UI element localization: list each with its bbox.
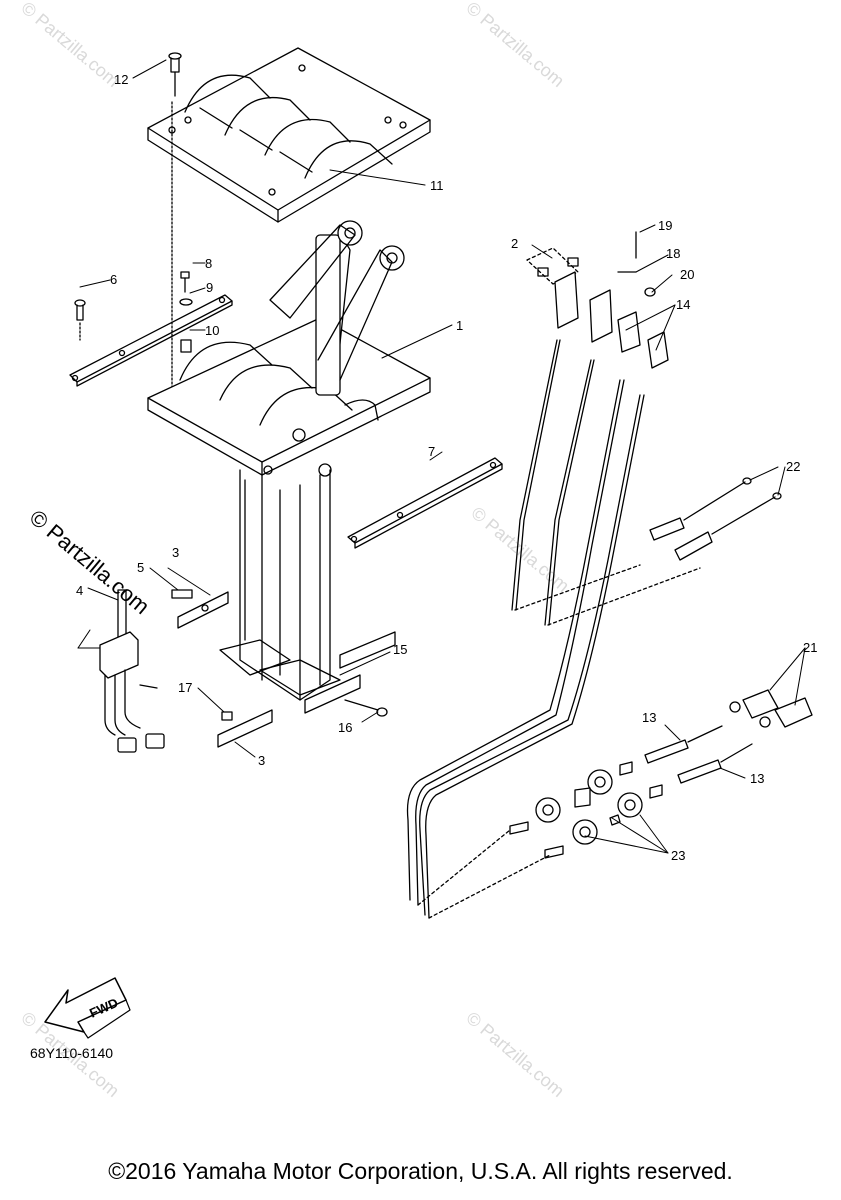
callout-14: 14 [676, 297, 690, 312]
lower-brackets [217, 631, 396, 748]
forward-arrow-icon [44, 977, 131, 1039]
watermark-bottom-right: © Partzilla.com [462, 1008, 568, 1101]
callout-8: 8 [205, 256, 212, 271]
cable-ends [649, 477, 782, 561]
callout-15: 15 [393, 642, 407, 657]
top-cover [147, 47, 431, 223]
side-screw [74, 299, 86, 341]
long-plate [347, 457, 503, 549]
spacer-top [171, 589, 229, 629]
callout-numbers: 12 11 1 8 9 10 6 7 2 19 18 20 14 22 3 5 … [76, 72, 817, 863]
callout-3-bottom: 3 [258, 753, 265, 768]
callout-18: 18 [666, 246, 680, 261]
callout-4: 4 [76, 583, 83, 598]
callout-17: 17 [178, 680, 192, 695]
callout-11: 11 [430, 178, 444, 193]
callout-13-top: 13 [642, 710, 656, 725]
part-code: 68Y110-6140 [30, 1045, 114, 1061]
callout-19: 19 [658, 218, 672, 233]
callout-2: 2 [511, 236, 518, 251]
watermark-dark: © Partzilla.com [25, 505, 155, 619]
callout-12: 12 [114, 72, 128, 87]
friction-plate [69, 271, 233, 387]
callout-6: 6 [110, 272, 117, 287]
callout-23: 23 [671, 848, 685, 863]
callout-9: 9 [206, 280, 213, 295]
watermark-top-right: © Partzilla.com [462, 0, 568, 91]
watermark-top-left: © Partzilla.com [17, 0, 123, 91]
leader-lines [77, 59, 806, 854]
control-box [147, 220, 431, 701]
callout-20: 20 [680, 267, 694, 282]
callout-16: 16 [338, 720, 352, 735]
callout-1: 1 [456, 318, 463, 333]
callout-3-top: 3 [172, 545, 179, 560]
copyright-notice: ©2016 Yamaha Motor Corporation, U.S.A. A… [108, 1158, 733, 1184]
callout-7: 7 [428, 444, 435, 459]
neutral-switch [99, 589, 165, 753]
callout-10: 10 [205, 323, 219, 338]
cable-clips [526, 231, 669, 369]
control-cables [406, 339, 701, 919]
callout-13-bottom: 13 [750, 771, 764, 786]
top-screw [168, 52, 182, 401]
callout-21: 21 [803, 640, 817, 655]
callout-5: 5 [137, 560, 144, 575]
callout-22: 22 [786, 459, 800, 474]
